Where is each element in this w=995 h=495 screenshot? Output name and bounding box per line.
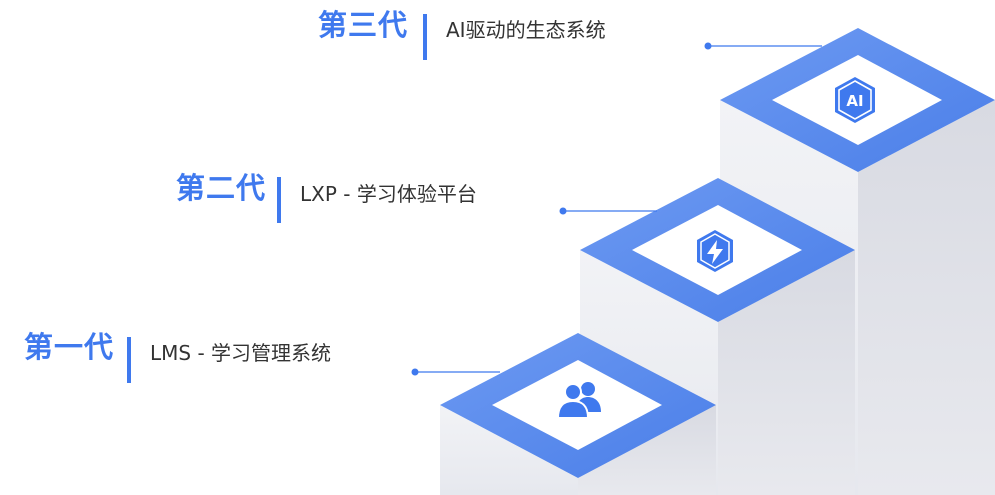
- gen-2-title: 第二代: [176, 171, 267, 205]
- gen-1-title: 第一代: [24, 330, 115, 364]
- gen-3-desc: AI驱动的生态系统: [446, 18, 606, 42]
- connector-3: [704, 42, 822, 50]
- gen-1-bar: [127, 337, 131, 383]
- gen-1-desc: LMS - 学习管理系统: [150, 341, 332, 365]
- gen-3-bar: [423, 14, 427, 60]
- gen-2-desc: LXP - 学习体验平台: [300, 182, 477, 206]
- connector-2: [559, 207, 657, 215]
- step-1-left-face: [440, 405, 578, 495]
- ai-chip-icon: AI: [835, 77, 875, 123]
- ai-icon-label: AI: [846, 92, 863, 110]
- step-1-right-face: [578, 405, 716, 495]
- step-2-right-face: [718, 250, 855, 495]
- gen-2-bar: [277, 177, 281, 223]
- gen-3-title: 第三代: [318, 8, 409, 42]
- step-3-right-face: [858, 100, 995, 495]
- users-icon: [556, 382, 601, 419]
- connector-1: [411, 368, 500, 376]
- lightning-bolt-icon: [697, 230, 733, 272]
